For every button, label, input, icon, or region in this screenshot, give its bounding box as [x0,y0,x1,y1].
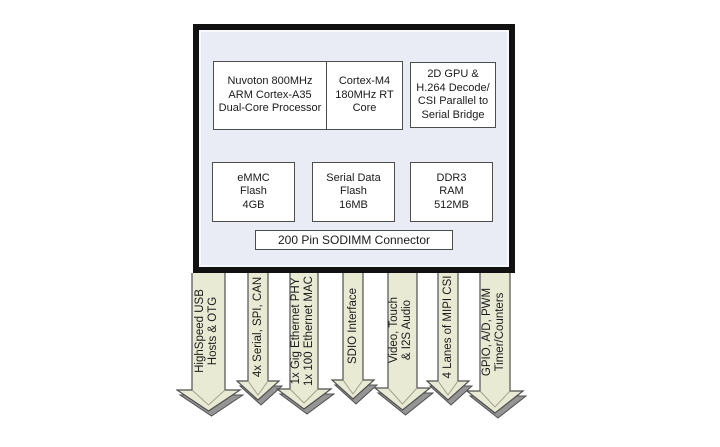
down-arrow-icon [331,273,378,405]
arrow-label-ethernet: 1x Gig Ethernet PHY 1x 100 Ethernet MAC [290,276,315,386]
block-processor: Nuvoton 800MHz ARM Cortex-A35 Dual-Core … [213,61,327,130]
down-arrow-icon [374,273,434,416]
arrow-label-mipi-csi: 4 Lanes of MIPI CSI [442,275,454,379]
arrow-label-sdio: SDIO Interface [347,287,359,365]
block-cortex-m4: Cortex-M4 180MHz RT Core [326,61,403,130]
down-arrow-icon [426,273,473,406]
arrow-label-gpio-pwm: GPIO, A/D, PWM Timer/Counters [481,287,506,377]
down-arrow-icon [466,273,527,419]
arrow-label-usb: HighSpeed USB Hosts & OTG [194,289,219,373]
sodimm-connector: 200 Pin SODIMM Connector [255,230,453,250]
block-emmc-flash: eMMC Flash 4GB [212,162,295,222]
arrow-label-serial-spi-can: 4x Serial, SPI, CAN [252,276,264,378]
block-serial-flash: Serial Data Flash 16MB [312,162,395,222]
arrow-label-video-audio: Video, Touch & I2S Audio [388,296,413,364]
down-arrow-icon [276,273,335,415]
down-arrow-icon [236,273,283,406]
block-ddr3-ram: DDR3 RAM 512MB [410,162,493,222]
down-arrow-icon [176,273,244,417]
block-gpu-bridge: 2D GPU & H.264 Decode/ CSI Parallel to S… [410,62,496,128]
